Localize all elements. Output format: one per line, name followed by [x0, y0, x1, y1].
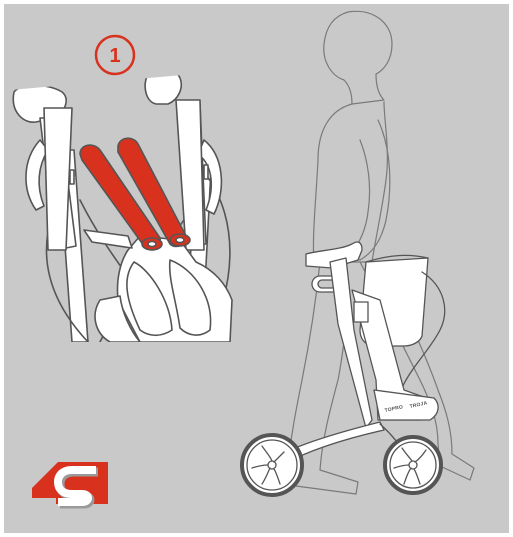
rear-wheel	[242, 435, 302, 495]
step-number-label: 1	[109, 45, 120, 67]
front-wheel	[385, 437, 441, 493]
